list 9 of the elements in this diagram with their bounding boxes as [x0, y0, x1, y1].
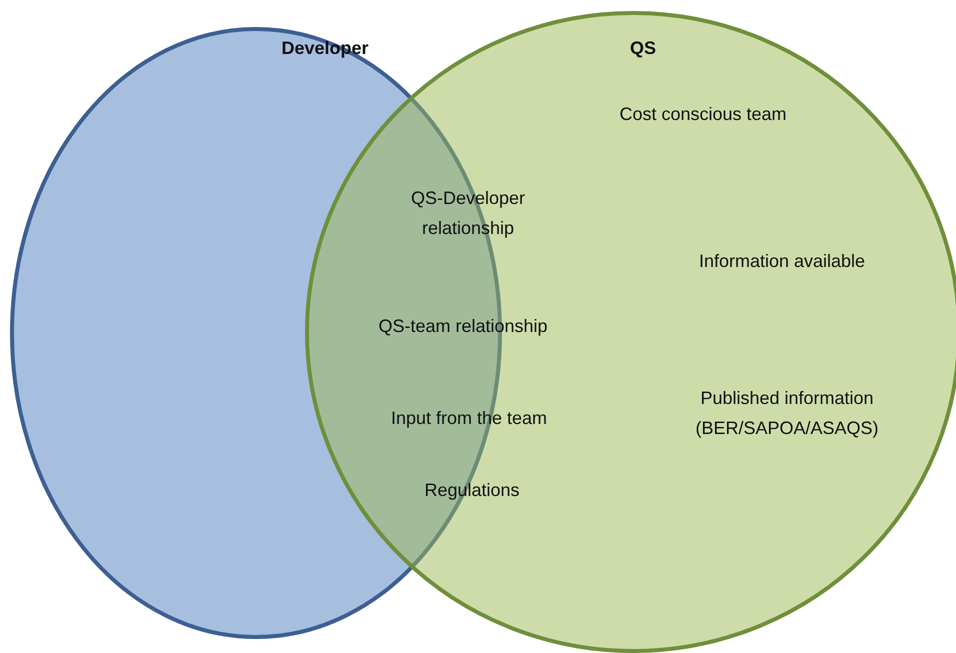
overlap-item: Regulations — [424, 479, 520, 502]
set-item: Information available — [698, 250, 866, 273]
set-item: Published information (BER/SAPOA/ASAQS) — [694, 387, 880, 440]
overlap-item: QS-team relationship — [378, 315, 548, 338]
overlap-item: Input from the team — [390, 407, 548, 430]
overlap-item: QS-Developer relationship — [410, 187, 526, 240]
set-item: Cost conscious team — [619, 103, 787, 126]
set-title: QS — [630, 37, 656, 60]
set-title: Developer — [281, 37, 369, 60]
